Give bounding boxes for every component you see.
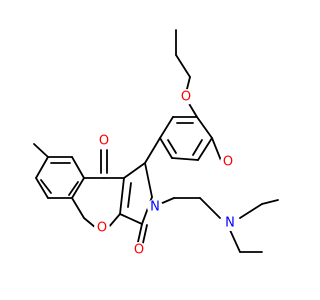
bond: [196, 116, 213, 139]
atom-label-n-ring: N: [150, 200, 160, 215]
bond: [229, 229, 241, 253]
bond: [71, 197, 85, 219]
bond: [159, 197, 175, 205]
bond: [71, 156, 85, 179]
bond: [192, 139, 203, 156]
atom-label-o-methoxy: O: [223, 155, 233, 170]
oxygen-atom-ring: O: [94, 220, 110, 236]
bond: [175, 54, 191, 78]
bond: [71, 177, 85, 199]
bond: [239, 203, 263, 219]
oxygen-atom-ethoxy: O: [178, 89, 194, 105]
atom-label-o-ketone-top: O: [99, 134, 109, 149]
bond: [83, 217, 97, 229]
bond: [119, 177, 125, 215]
oxygen-atom-ketone-top: O: [96, 133, 112, 149]
molecule-structure: O O O O O N N: [33, 29, 279, 258]
bond: [167, 139, 177, 154]
bond: [68, 181, 79, 196]
bond: [127, 182, 132, 208]
bond: [40, 179, 52, 194]
nitrogen-atom-ring: N: [147, 199, 163, 215]
nitrogen-atom-amine: N: [222, 215, 238, 231]
bond: [159, 137, 173, 159]
bond: [159, 116, 174, 139]
bond: [211, 137, 223, 164]
bond: [142, 224, 148, 244]
bond: [123, 162, 146, 179]
bond: [119, 213, 143, 225]
atom-labels: O O O O O N N: [94, 89, 238, 258]
bond: [35, 156, 49, 179]
bond: [107, 213, 121, 229]
oxygen-atom-methoxy: O: [220, 154, 236, 170]
oxygen-atom-ketone-bottom: O: [131, 242, 147, 258]
atom-label-o-ring: O: [97, 221, 107, 236]
atom-label-o-ketone-bottom: O: [134, 243, 144, 258]
bond: [35, 177, 49, 199]
bond: [33, 143, 49, 158]
bond: [197, 137, 213, 161]
bonds: [33, 29, 279, 253]
bond: [171, 157, 199, 161]
bond: [137, 223, 143, 243]
atom-label-n-amine: N: [225, 216, 235, 231]
bond: [144, 137, 161, 164]
bond: [261, 199, 279, 205]
atom-label-o-ethoxy: O: [181, 90, 191, 105]
bond: [199, 197, 221, 219]
bond: [144, 162, 153, 198]
